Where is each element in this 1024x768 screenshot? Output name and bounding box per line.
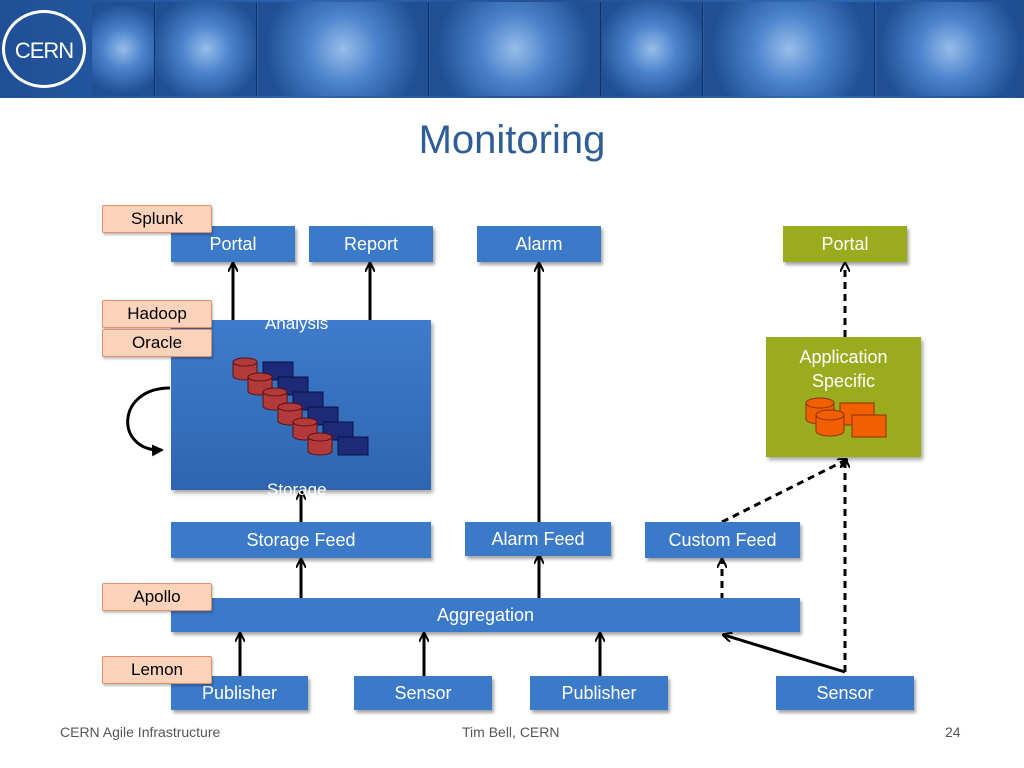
app-specific-line1: Application [799,347,888,367]
banner-image [156,2,257,96]
storage-feed-box: Storage Feed [171,522,431,558]
hadoop-tag: Hadoop [102,300,212,328]
lemon-tag: Lemon [102,656,212,684]
header-banner: CERN [0,0,1024,98]
analysis-storage-box: Analysis Storage [171,314,431,499]
banner-image [430,2,601,96]
banner-image [258,2,429,96]
footer-left: CERN Agile Infrastructure [60,724,221,740]
orange-db-icon [805,397,887,438]
alarm-feed-box: Alarm Feed [465,522,611,556]
banner-image [602,2,703,96]
storage-label: Storage [267,480,327,499]
footer-center: Tim Bell, CERN [462,724,560,740]
custom-feed-box: Custom Feed [645,522,800,558]
slide-title: Monitoring [418,118,606,162]
logo-text: CERN [14,38,74,63]
banner-image [704,2,875,96]
banner-image [876,2,1024,96]
oracle-tag: Oracle [102,329,212,357]
page-number: 24 [945,724,961,740]
sensor-box: Sensor [776,676,914,710]
report-box: Report [309,226,433,262]
sensor-box: Sensor [354,676,492,710]
analysis-label: Analysis [265,314,329,333]
app-specific-label: Application Specific [766,345,921,393]
loop-arrow [126,386,171,457]
apollo-tag: Apollo [102,583,212,611]
splunk-tag: Splunk [102,205,212,233]
db-tiers [232,357,369,456]
cern-logo: CERN [2,10,86,88]
arrow-sensor2-agg [724,635,846,674]
arrow-customfeed-app [721,460,846,524]
banner-image [92,2,155,96]
app-specific-line2: Specific [811,371,876,391]
publisher-box: Publisher [530,676,668,710]
application-specific-box: Application Specific [766,337,921,457]
app-portal-box: Portal [783,226,907,262]
alarm-box: Alarm [477,226,601,262]
aggregation-bar: Aggregation [171,598,800,632]
database-cluster-icon [232,357,369,456]
